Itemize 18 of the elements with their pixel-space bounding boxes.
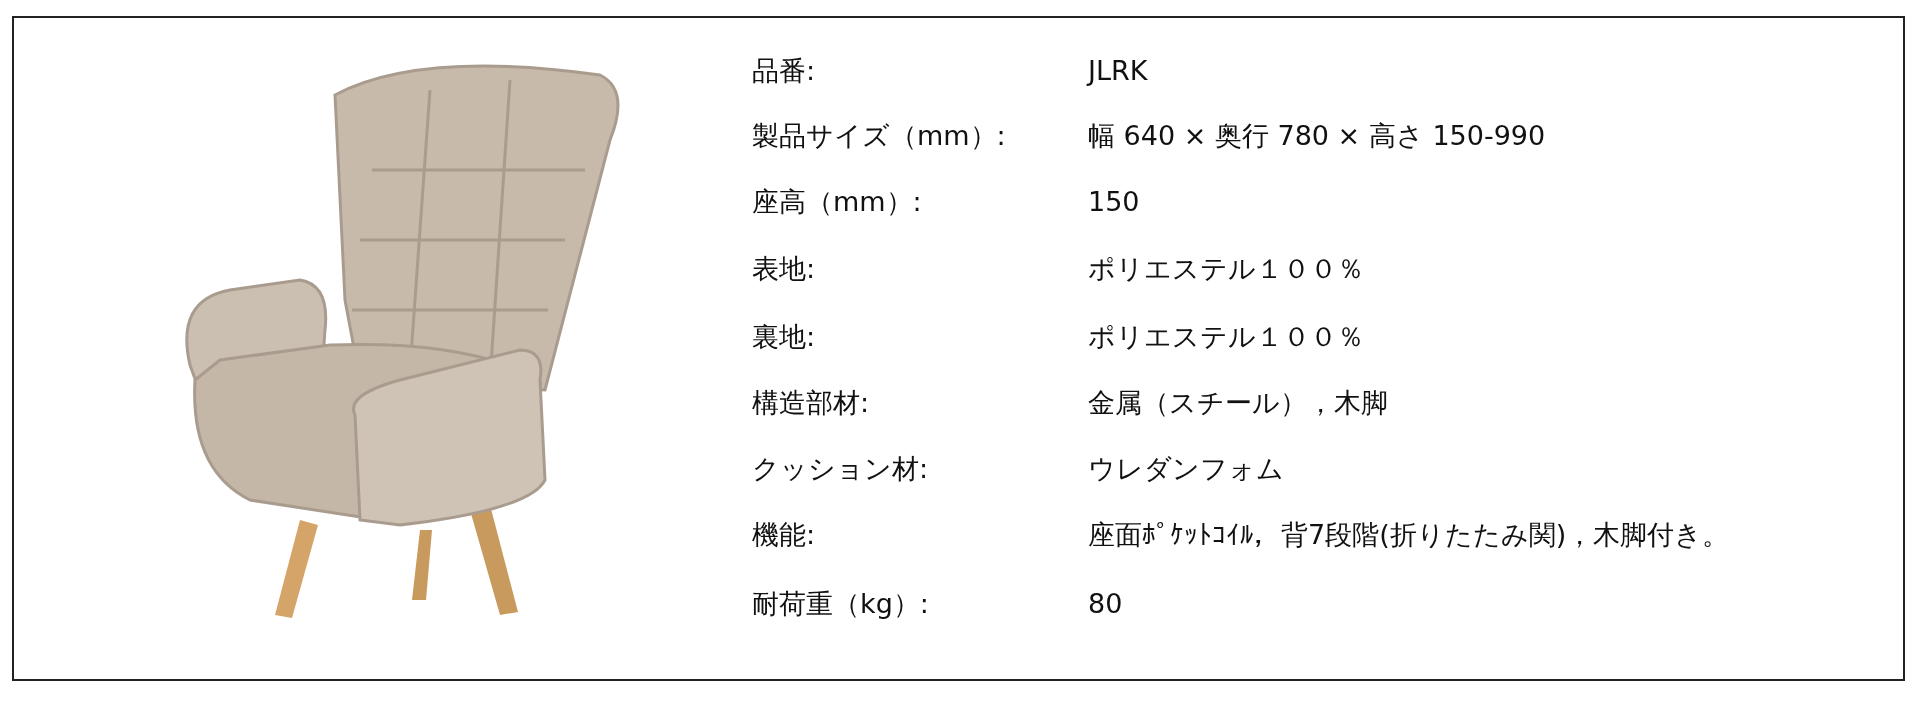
spec-value: ウレダンフォム [1088,453,1284,486]
spec-value: 幅 640 × 奥行 780 × 高さ 150-990 [1088,120,1546,153]
spec-label: 品番: [752,55,816,88]
spec-value: ポリエステル１００％ [1088,253,1364,286]
spec-label: クッション材: [752,453,929,486]
spec-label: 裏地: [752,321,816,354]
spec-value: 座面ﾎﾟｹｯﾄｺｲﾙ，背7段階(折りたたみ関)，木脚付き。 [1088,519,1730,552]
spec-label: 表地: [752,253,816,286]
spec-value: 150 [1088,186,1140,219]
spec-value: JLRK [1088,55,1148,88]
spec-value: 金属（スチール），木脚 [1088,387,1388,420]
spec-label: 耐荷重（kg）: [752,588,929,621]
spec-value: 80 [1088,588,1123,621]
spec-label: 製品サイズ（mm）: [752,120,1006,153]
spec-value: ポリエステル１００％ [1088,321,1364,354]
spec-label: 座高（mm）: [752,186,922,219]
spec-label: 機能: [752,519,816,552]
spec-label: 構造部材: [752,387,870,420]
